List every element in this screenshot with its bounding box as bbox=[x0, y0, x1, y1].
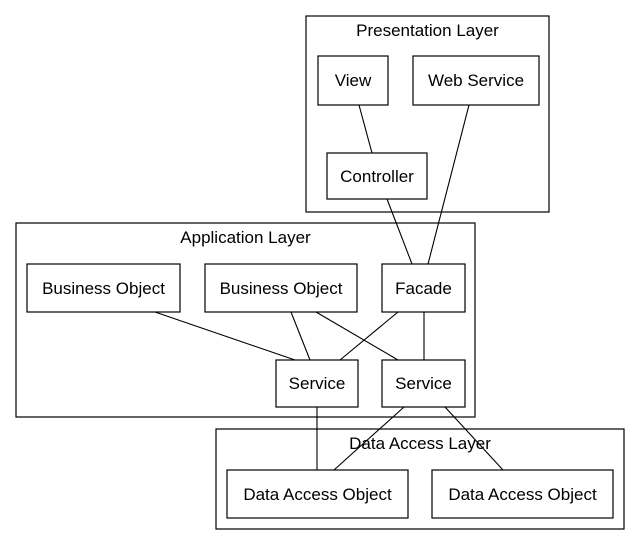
service-2-node bbox=[381, 359, 466, 408]
business-object-1-label: Business Object bbox=[42, 279, 165, 298]
edge-webservice-facade bbox=[427, 104, 470, 265]
web-service-node bbox=[412, 55, 540, 106]
controller-label: Controller bbox=[340, 167, 414, 186]
presentation-layer-label: Presentation Layer bbox=[356, 21, 499, 40]
edge-bo1-service1 bbox=[154, 311, 296, 361]
application-layer-frame bbox=[15, 222, 476, 418]
application-layer-cluster: Application Layer Business Object Busine… bbox=[15, 222, 476, 418]
business-object-2-label: Business Object bbox=[220, 279, 343, 298]
web-service-label: Web Service bbox=[428, 71, 524, 90]
business-object-2-node bbox=[204, 263, 358, 313]
edge-controller-facade bbox=[386, 198, 413, 265]
data-access-object-1-label: Data Access Object bbox=[243, 485, 392, 504]
edge-bo2-service2 bbox=[315, 311, 399, 361]
data-access-object-1-node bbox=[226, 469, 409, 519]
data-access-layer-label: Data Access Layer bbox=[349, 434, 491, 453]
edge-bo2-service1 bbox=[290, 311, 311, 361]
facade-node bbox=[381, 263, 466, 313]
business-object-1-node bbox=[26, 263, 181, 313]
service-1-node bbox=[275, 359, 359, 408]
data-access-layer-cluster: Data Access Layer Data Access Object Dat… bbox=[215, 428, 625, 530]
edge-facade-service1 bbox=[339, 311, 399, 361]
edge-view-controller bbox=[358, 104, 373, 154]
data-access-object-2-label: Data Access Object bbox=[448, 485, 597, 504]
presentation-layer-frame bbox=[305, 15, 550, 213]
data-access-layer-frame bbox=[215, 428, 625, 530]
service-1-label: Service bbox=[289, 374, 346, 393]
view-label: View bbox=[335, 71, 372, 90]
view-node bbox=[317, 55, 389, 106]
presentation-layer-cluster: Presentation Layer View Web Service Cont… bbox=[305, 15, 550, 213]
data-access-object-2-node bbox=[431, 469, 614, 519]
service-2-label: Service bbox=[395, 374, 452, 393]
application-layer-label: Application Layer bbox=[180, 228, 311, 247]
facade-label: Facade bbox=[395, 279, 452, 298]
controller-node bbox=[326, 152, 428, 200]
